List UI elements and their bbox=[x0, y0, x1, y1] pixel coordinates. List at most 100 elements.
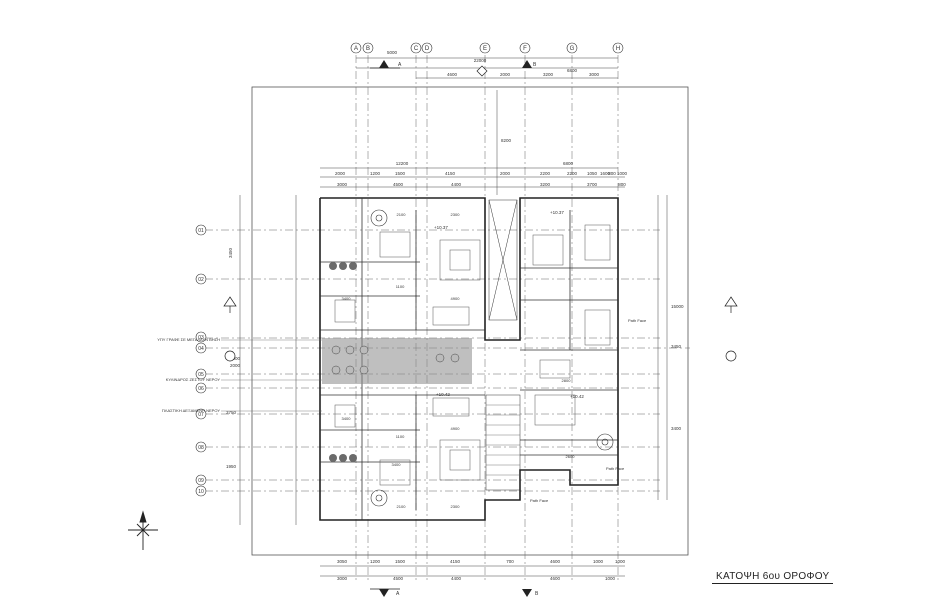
grid-row-07: 07 bbox=[198, 412, 204, 418]
dim-b2-2: 4500 bbox=[393, 576, 404, 581]
level-1: +10.37 bbox=[434, 225, 448, 230]
grid-col-G: G bbox=[570, 46, 575, 52]
room-dim-6: 3400 bbox=[342, 416, 352, 421]
grid-col-C: C bbox=[414, 46, 419, 52]
grid-row-bubbles: 01 02 03 04 05 06 07 08 09 10 bbox=[195, 224, 207, 497]
grid-row-04: 04 bbox=[198, 346, 204, 352]
side-section-symbols bbox=[223, 65, 738, 362]
dim-b1-3: 1500 bbox=[395, 559, 406, 564]
room-dim-1: 2100 bbox=[397, 212, 407, 217]
section-mark-a-bottom: A bbox=[396, 591, 400, 597]
grid-col-D: D bbox=[425, 46, 430, 52]
path-face-1: Path Face bbox=[628, 318, 647, 323]
dim-r4-6: 800 bbox=[618, 182, 626, 187]
dim-l-2: 2000 bbox=[230, 356, 241, 361]
room-dim-2: 2300 bbox=[451, 212, 461, 217]
right-dimensions bbox=[657, 195, 668, 500]
section-mark-a-top: A bbox=[398, 62, 402, 68]
bottom-dimensions bbox=[320, 565, 625, 577]
dim-b2-5: 1000 bbox=[605, 576, 616, 581]
drawing-title: ΚΑΤΟΨΗ 6ου ΟΡΟΦΟΥ bbox=[712, 571, 834, 584]
dim-r4-1: 3000 bbox=[337, 182, 348, 187]
dim-b2-4: 4600 bbox=[550, 576, 561, 581]
top-dimensions bbox=[320, 57, 625, 195]
room-dim-8: 1100 bbox=[396, 434, 405, 439]
dim-b2-3: 4400 bbox=[451, 576, 462, 581]
path-face-2: Path Face bbox=[530, 498, 549, 503]
level-3: +10.42 bbox=[436, 392, 450, 397]
grid-col-A: A bbox=[354, 46, 358, 52]
dim-r-1: 15000 bbox=[671, 304, 684, 309]
path-face-3: Path Face bbox=[606, 466, 625, 471]
dim-r3-1: 2000 bbox=[335, 171, 346, 176]
grid-col-F: F bbox=[523, 46, 527, 52]
grid-lines-vertical bbox=[355, 55, 619, 580]
dim-r3-2: 1200 bbox=[370, 171, 381, 176]
plot-boundary bbox=[251, 86, 689, 556]
room-dim-11: 3400 bbox=[392, 462, 402, 467]
stair-treads bbox=[486, 404, 520, 476]
dim-r-3: 3400 bbox=[671, 426, 682, 431]
dim-b1-8: 1000 bbox=[615, 559, 626, 564]
room-dim-9: 4900 bbox=[451, 296, 461, 301]
dim-r3-7: 2200 bbox=[567, 171, 578, 176]
dim-r2-1: 12200 bbox=[396, 161, 409, 166]
spiral-stair-icons bbox=[370, 209, 614, 507]
dim-r3-10: 800 bbox=[608, 171, 616, 176]
grid-row-09: 09 bbox=[198, 478, 204, 484]
side-note-2: ΚΥΛΙΝΔΡΟΣ ΖΕΣΤΟΥ ΝΕΡΟΥ bbox=[166, 377, 221, 382]
left-dimensions bbox=[239, 195, 297, 525]
dim-r3-4: 4150 bbox=[445, 171, 456, 176]
dim-vertical: 8200 bbox=[501, 138, 512, 143]
dim-top-5: 3200 bbox=[543, 72, 554, 77]
room-dim-10: 4900 bbox=[451, 426, 461, 431]
side-note-leaders bbox=[221, 339, 322, 412]
dim-r3-6: 2200 bbox=[540, 171, 551, 176]
dim-b1-7: 1000 bbox=[593, 559, 604, 564]
top-dimension-texts: 22000 5000 4600 2000 6800 3200 3000 8200… bbox=[335, 50, 628, 187]
side-note-3: ΠΛΑΣΤΙΚΗ ΔΕΞΑΜΕΝΗ ΝΕΡΟΥ bbox=[162, 408, 220, 413]
side-notes: ΥΠΥ ΓΡΑΦΕ ΣΕ ΜΕΓΑΛΑΥΝ ΒΗΣΗ ΚΥΛΙΝΔΡΟΣ ΖΕΣ… bbox=[157, 337, 220, 413]
dim-l-4: 3750 bbox=[226, 410, 237, 415]
dim-r4-3: 4400 bbox=[451, 182, 462, 187]
dim-r3-5: 2000 bbox=[500, 171, 511, 176]
right-dimension-texts: 15000 3450 3400 bbox=[671, 304, 684, 431]
section-mark-b-bottom: B bbox=[535, 591, 539, 597]
dim-b1-1: 3050 bbox=[337, 559, 348, 564]
shaft-pattern bbox=[331, 345, 460, 375]
room-dim-3: 2100 bbox=[397, 504, 407, 509]
grid-col-B: B bbox=[366, 46, 370, 52]
room-dimension-texts: 2100 2300 2100 2300 3400 3400 1100 1100 … bbox=[342, 212, 576, 509]
grid-row-01: 01 bbox=[198, 228, 204, 234]
dim-top-6: 3000 bbox=[589, 72, 600, 77]
bottom-dimension-texts: 3050 1200 1500 4150 700 4600 1000 1000 3… bbox=[337, 559, 626, 581]
grid-row-03: 03 bbox=[198, 335, 204, 341]
grid-row-06: 06 bbox=[198, 386, 204, 392]
dim-b1-4: 4150 bbox=[450, 559, 461, 564]
section-mark-b-top: B bbox=[533, 62, 537, 68]
dim-l-3: 2000 bbox=[230, 363, 241, 368]
dim-overall: 22000 bbox=[474, 58, 487, 63]
dim-top-4: 6800 bbox=[567, 68, 578, 73]
stair-core bbox=[485, 199, 521, 491]
building-walls bbox=[319, 197, 619, 521]
level-marks: +10.37 +10.37 +10.42 +10.42 bbox=[434, 210, 584, 399]
room-dim-4: 2300 bbox=[451, 504, 461, 509]
north-arrow-icon bbox=[128, 510, 158, 550]
level-2: +10.37 bbox=[550, 210, 564, 215]
path-face-labels: Path Face Path Face Path Face bbox=[530, 318, 647, 503]
dim-r2-2: 6800 bbox=[563, 161, 574, 166]
dim-r4-5: 3700 bbox=[587, 182, 598, 187]
furniture bbox=[334, 224, 611, 486]
left-dimension-texts: 3450 2000 2000 3750 1950 bbox=[226, 247, 241, 469]
side-note-1: ΥΠΥ ΓΡΑΦΕ ΣΕ ΜΕΓΑΛΑΥΝ ΒΗΣΗ bbox=[157, 337, 220, 342]
dim-b1-6: 4600 bbox=[550, 559, 561, 564]
dim-r4-2: 4500 bbox=[393, 182, 404, 187]
dim-r3-3: 1500 bbox=[395, 171, 406, 176]
grid-col-E: E bbox=[483, 46, 487, 52]
dim-b2-1: 3000 bbox=[337, 576, 348, 581]
dim-l-5: 1950 bbox=[226, 464, 237, 469]
room-dim-13: 2600 bbox=[566, 454, 576, 459]
room-dim-7: 1100 bbox=[396, 284, 405, 289]
